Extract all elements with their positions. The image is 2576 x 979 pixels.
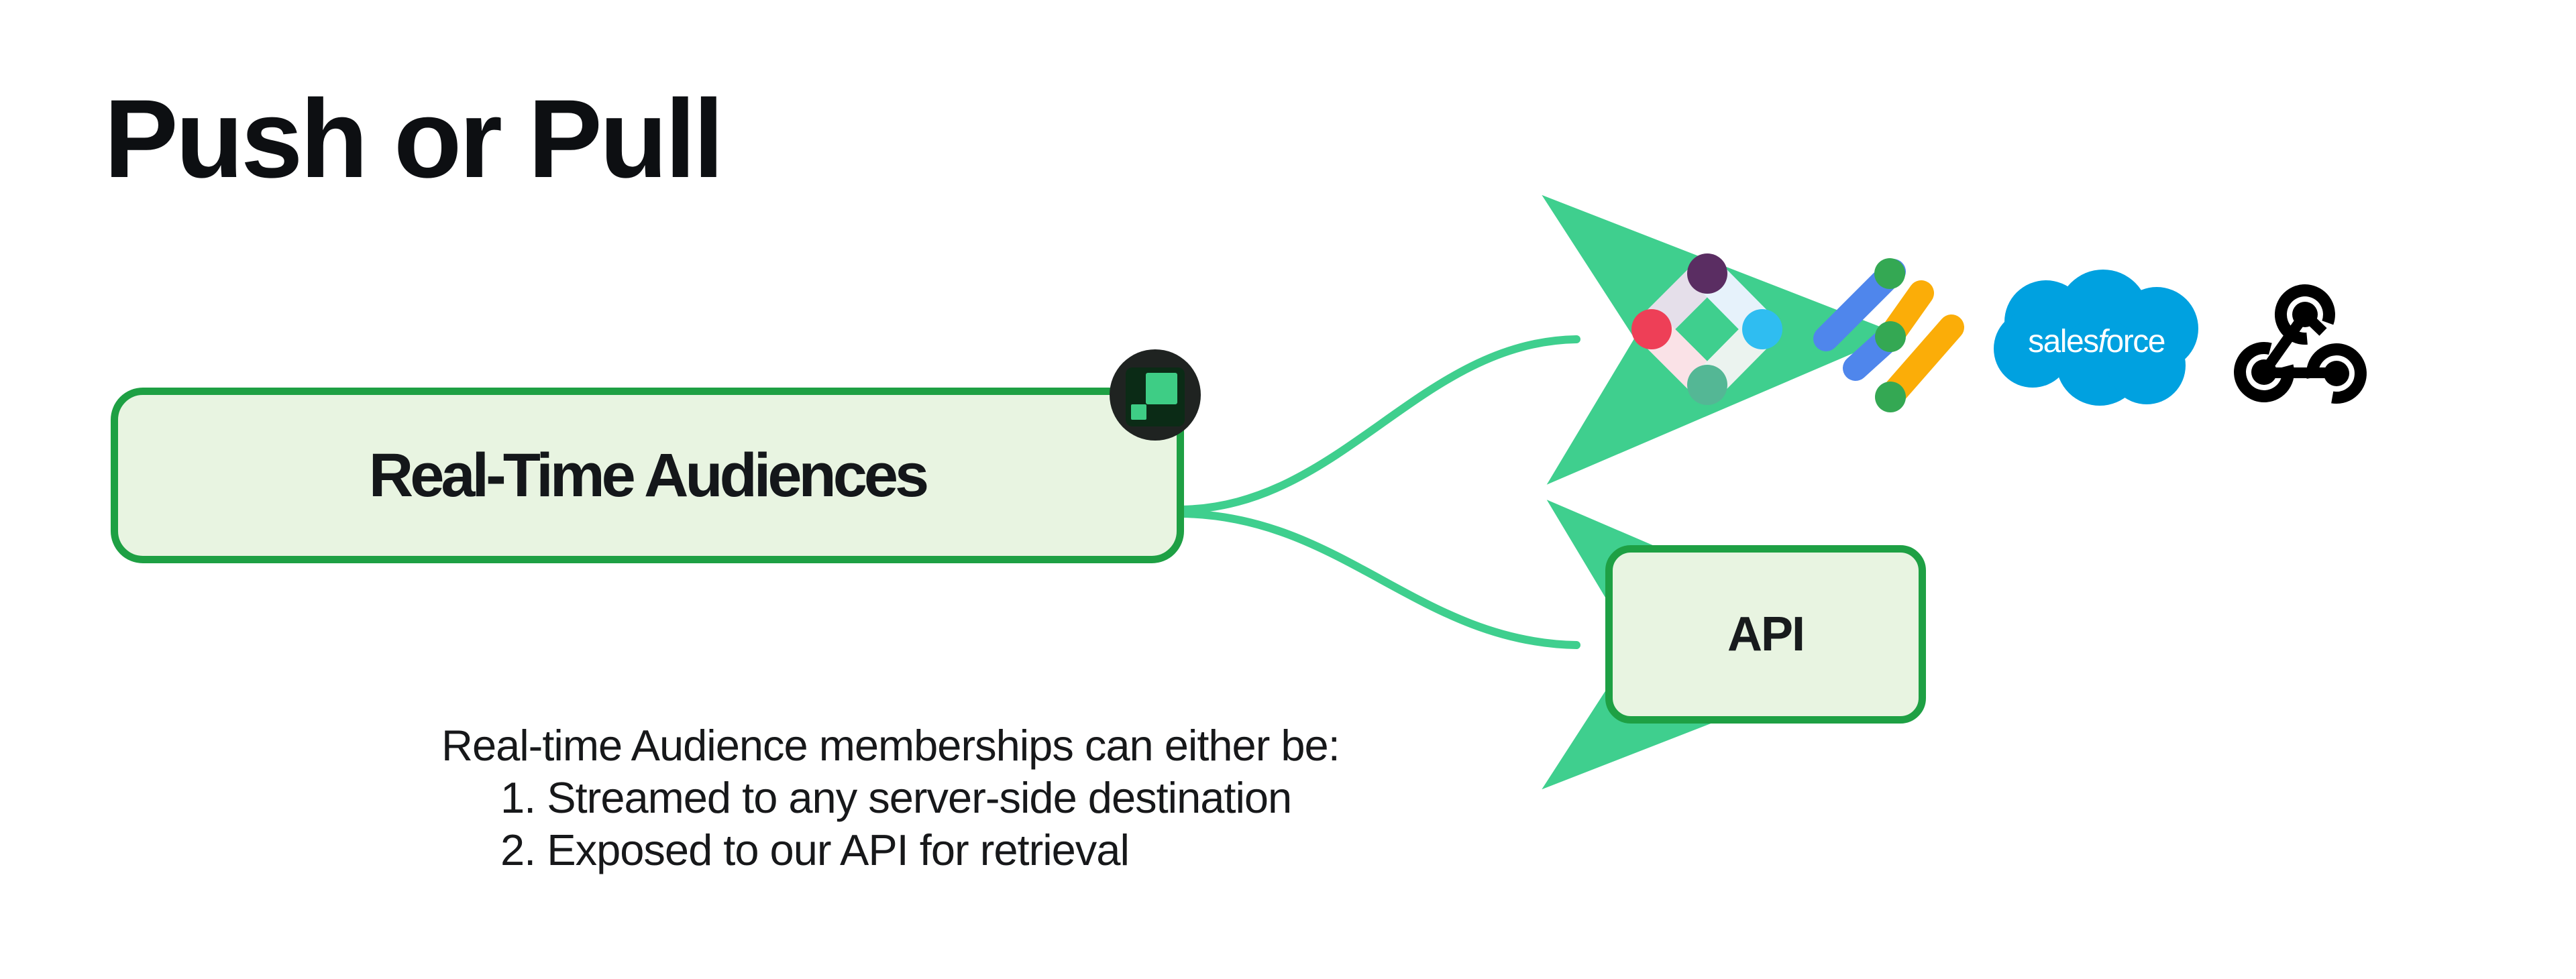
iterable-dot-purple — [1687, 253, 1727, 294]
iterable-dot-teal — [1687, 365, 1727, 405]
segment-badge-icon — [1110, 349, 1201, 441]
footnote-item-1: 1. Streamed to any server-side destinati… — [500, 773, 1292, 822]
footnote: Real-time Audience memberships can eithe… — [441, 719, 1340, 876]
badge-small-green-square — [1131, 404, 1146, 420]
iterable-logo — [1631, 253, 1782, 405]
badge-inner-square — [1126, 367, 1185, 426]
node-api-label: API — [1727, 608, 1805, 661]
iterable-dot-cyan — [1742, 309, 1782, 349]
admanager-dot-middle — [1875, 321, 1906, 352]
node-real-time-audiences-label: Real-Time Audiences — [368, 441, 929, 510]
node-real-time-audiences: Real-Time Audiences — [111, 388, 1184, 563]
iterable-dot-red — [1631, 309, 1672, 349]
admanager-dot-top — [1874, 258, 1905, 289]
node-api: API — [1605, 545, 1926, 724]
footnote-intro: Real-time Audience memberships can eithe… — [441, 721, 1340, 770]
arrow-to-api — [1177, 500, 1898, 790]
salesforce-wordmark: salesforce — [2028, 324, 2165, 359]
salesforce-cloud — [1994, 270, 2198, 406]
page-title: Push or Pull — [104, 77, 724, 201]
admanager-dot-bottom — [1875, 382, 1906, 412]
salesforce-logo: salesforce — [1994, 270, 2198, 406]
footnote-item-2: 2. Exposed to our API for retrieval — [500, 825, 1130, 874]
arrow-to-destinations — [1177, 194, 1898, 514]
webhook-icon — [2234, 284, 2367, 404]
google-ad-manager-logo — [1813, 258, 1964, 412]
badge-large-green-square — [1146, 373, 1177, 404]
